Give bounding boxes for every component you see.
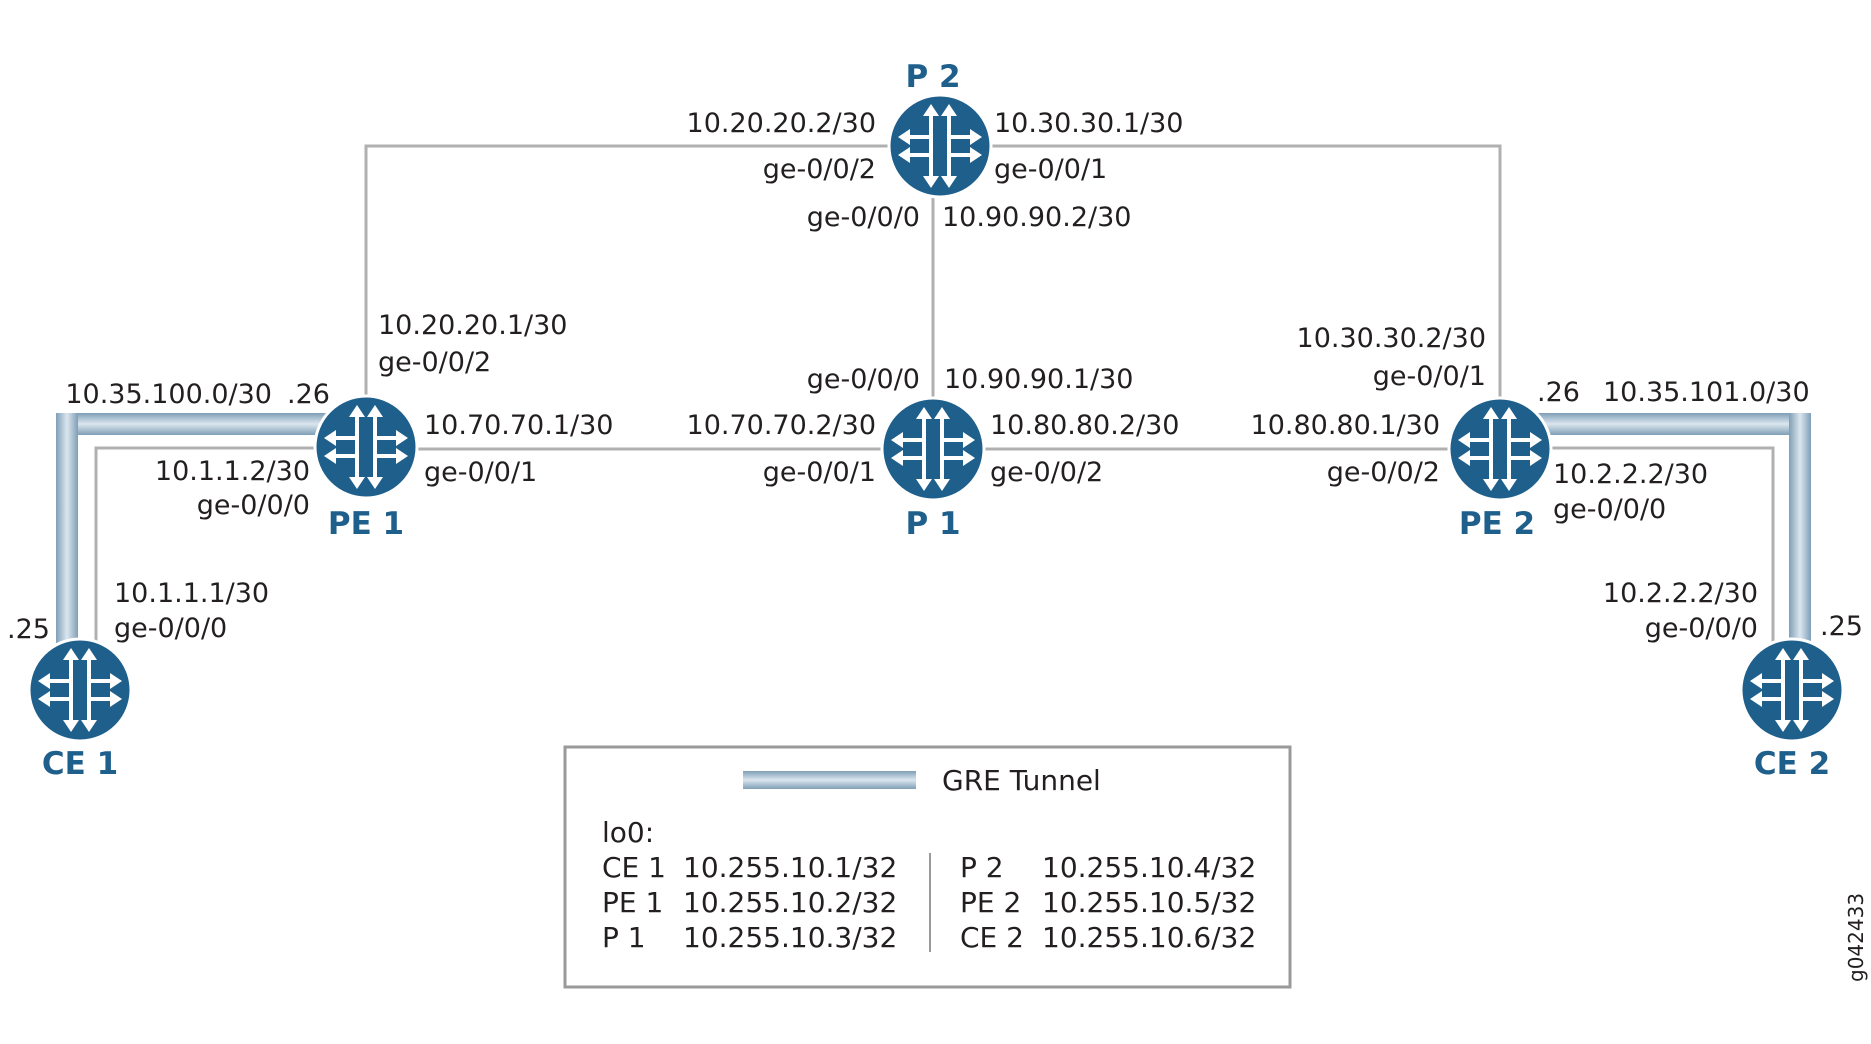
ce2-gre-host: .25 — [1820, 611, 1863, 642]
pe2-ce-ip: 10.2.2.2/30 — [1553, 459, 1708, 490]
pe1-ce-ip: 10.1.1.2/30 — [155, 456, 310, 487]
p2-down-interface: ge-0/0/0 — [807, 202, 920, 233]
pe1-up-interface: ge-0/0/2 — [378, 347, 491, 378]
gre-tunnel-right — [1500, 413, 1811, 643]
legend-left-addr-3: 10.255.10.3/32 — [683, 921, 897, 954]
pe2-gre-host: .26 — [1537, 377, 1580, 408]
router-p2-icon — [887, 93, 993, 199]
pe1-gre-subnet: 10.35.100.0/30 — [65, 379, 272, 410]
ce2-ip: 10.2.2.2/30 — [1603, 578, 1758, 609]
p1-up-interface: ge-0/0/0 — [807, 364, 920, 395]
router-pe1-icon — [313, 394, 419, 500]
legend-right-name-3: CE 2 — [960, 921, 1024, 954]
gre-tunnel-left — [56, 413, 367, 643]
legend-right-addr-2: 10.255.10.5/32 — [1042, 886, 1256, 919]
pe1-up-ip: 10.20.20.1/30 — [378, 310, 567, 341]
ce1-interface: ge-0/0/0 — [114, 613, 227, 644]
p1-left-interface: ge-0/0/1 — [763, 457, 876, 488]
p2-right-ip: 10.30.30.1/30 — [994, 108, 1183, 139]
p1-left-ip: 10.70.70.2/30 — [687, 410, 876, 441]
pe2-up-ip: 10.30.30.2/30 — [1297, 323, 1486, 354]
ce1-gre-host: .25 — [7, 614, 50, 645]
router-ce2-icon — [1739, 637, 1845, 743]
legend-right-name-1: P 2 — [960, 851, 1004, 884]
figure-id: g042433 — [1844, 893, 1868, 982]
pe2-left-interface: ge-0/0/2 — [1327, 457, 1440, 488]
p1-up-ip: 10.90.90.1/30 — [944, 364, 1133, 395]
pe1-right-ip: 10.70.70.1/30 — [424, 410, 613, 441]
router-p2-name: P 2 — [905, 59, 960, 95]
router-p1-icon — [880, 396, 986, 502]
link-p2-pe2 — [960, 144, 1502, 400]
router-pe1-name: PE 1 — [328, 506, 404, 542]
router-p1-name: P 1 — [905, 506, 960, 542]
pe1-gre-host: .26 — [287, 379, 330, 410]
legend-left-name-2: PE 1 — [602, 886, 663, 919]
legend-tunnel-swatch — [743, 771, 916, 789]
p1-right-ip: 10.80.80.2/30 — [990, 410, 1179, 441]
ce1-ip: 10.1.1.1/30 — [114, 578, 269, 609]
legend-left-addr-1: 10.255.10.1/32 — [683, 851, 897, 884]
legend-border — [563, 745, 1292, 989]
p2-left-interface: ge-0/0/2 — [763, 154, 876, 185]
ce2-interface: ge-0/0/0 — [1645, 613, 1758, 644]
pe1-right-interface: ge-0/0/1 — [424, 457, 537, 488]
legend-right-addr-3: 10.255.10.6/32 — [1042, 921, 1256, 954]
pe2-ce-interface: ge-0/0/0 — [1553, 494, 1666, 525]
legend-left-addr-2: 10.255.10.2/32 — [683, 886, 897, 919]
pe2-up-interface: ge-0/0/1 — [1373, 361, 1486, 392]
router-ce2-name: CE 2 — [1754, 746, 1830, 782]
legend: GRE Tunnel lo0: CE 1 10.255.10.1/32 PE 1… — [563, 745, 1292, 989]
legend-left-name-3: P 1 — [602, 921, 646, 954]
pe2-gre-subnet: 10.35.101.0/30 — [1603, 377, 1810, 408]
legend-left-name-1: CE 1 — [602, 851, 666, 884]
pe1-ce-interface: ge-0/0/0 — [197, 490, 310, 521]
legend-right-name-2: PE 2 — [960, 886, 1021, 919]
router-ce1-name: CE 1 — [42, 746, 118, 782]
p2-right-interface: ge-0/0/1 — [994, 154, 1107, 185]
legend-right-addr-1: 10.255.10.4/32 — [1042, 851, 1256, 884]
legend-lo0-title: lo0: — [602, 816, 654, 849]
p2-down-ip: 10.90.90.2/30 — [942, 202, 1131, 233]
link-ce1-pe1 — [94, 446, 330, 648]
router-pe2-name: PE 2 — [1459, 506, 1535, 542]
legend-tunnel-label: GRE Tunnel — [942, 764, 1101, 797]
p2-left-ip: 10.20.20.2/30 — [687, 108, 876, 139]
link-pe1-p2 — [364, 144, 900, 450]
link-pe2-ce2 — [1540, 446, 1775, 648]
router-ce1-icon — [27, 637, 133, 743]
router-pe2-icon — [1447, 396, 1553, 502]
pe2-left-ip: 10.80.80.1/30 — [1251, 410, 1440, 441]
p1-right-interface: ge-0/0/2 — [990, 457, 1103, 488]
